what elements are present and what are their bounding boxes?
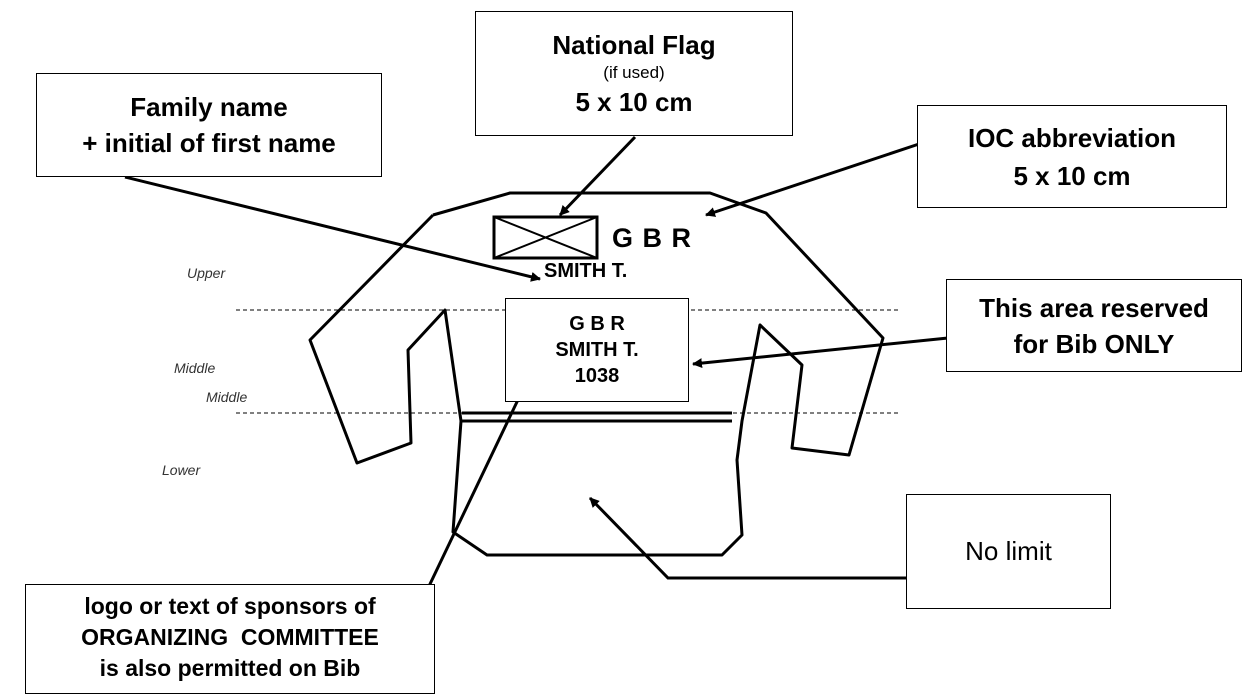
- no-limit-pointer: [588, 496, 907, 580]
- name-callout-line2: + initial of first name: [82, 128, 336, 158]
- bib: G B R SMITH T. 1038: [505, 298, 689, 402]
- sponsor-pointer: [418, 382, 528, 606]
- jersey-left-outline: [308, 191, 885, 557]
- flag-placeholder: [492, 215, 599, 260]
- name-callout: Family name + initial of first name: [36, 73, 382, 177]
- zone-label-middle-2: Middle: [206, 389, 248, 405]
- no-limit-callout: No limit: [906, 494, 1111, 609]
- name-pointer: [124, 175, 541, 282]
- flag-cross-2: [493, 216, 598, 259]
- jersey-country-code: G B R: [612, 223, 693, 253]
- sponsor-callout-line1: logo or text of sponsors of: [84, 593, 376, 619]
- bib-area-callout-line2: for Bib ONLY: [1013, 328, 1175, 359]
- name-callout-line1: Family name: [130, 92, 288, 122]
- bib-area-callout-line1: This area reserved: [979, 292, 1209, 323]
- zone-label-upper: Upper: [187, 265, 226, 281]
- flag-callout-title: National Flag: [552, 29, 716, 60]
- bib-area-pointer: [692, 336, 949, 369]
- ioc-callout-line2: 5 x 10 cm: [1013, 160, 1131, 191]
- ioc-callout-line1: IOC abbreviation: [967, 122, 1177, 153]
- bib-country: G B R: [569, 313, 625, 335]
- flag-callout-size: 5 x 10 cm: [575, 86, 693, 117]
- bib-number: 1038: [574, 365, 620, 387]
- zone-label-middle-1: Middle: [174, 360, 216, 376]
- flag-callout: National Flag (if used) 5 x 10 cm: [475, 11, 793, 136]
- ioc-pointer: [705, 141, 923, 217]
- zone-label-lower: Lower: [162, 462, 201, 478]
- ioc-callout: IOC abbreviation 5 x 10 cm: [917, 105, 1227, 208]
- jersey-athlete-name: SMITH T.: [544, 260, 628, 282]
- flag-callout-note: (if used): [603, 62, 665, 82]
- sponsor-callout-line2: ORGANIZING COMMITTEE: [81, 624, 379, 650]
- flag-pointer: [558, 135, 637, 217]
- no-limit-callout-text: No limit: [965, 536, 1052, 566]
- sponsor-callout-line3: is also permitted on Bib: [99, 655, 361, 681]
- bib-name: SMITH T.: [555, 339, 639, 361]
- bib-area-callout: This area reserved for Bib ONLY: [946, 279, 1242, 372]
- sponsor-callout: logo or text of sponsors of ORGANIZING C…: [25, 584, 435, 694]
